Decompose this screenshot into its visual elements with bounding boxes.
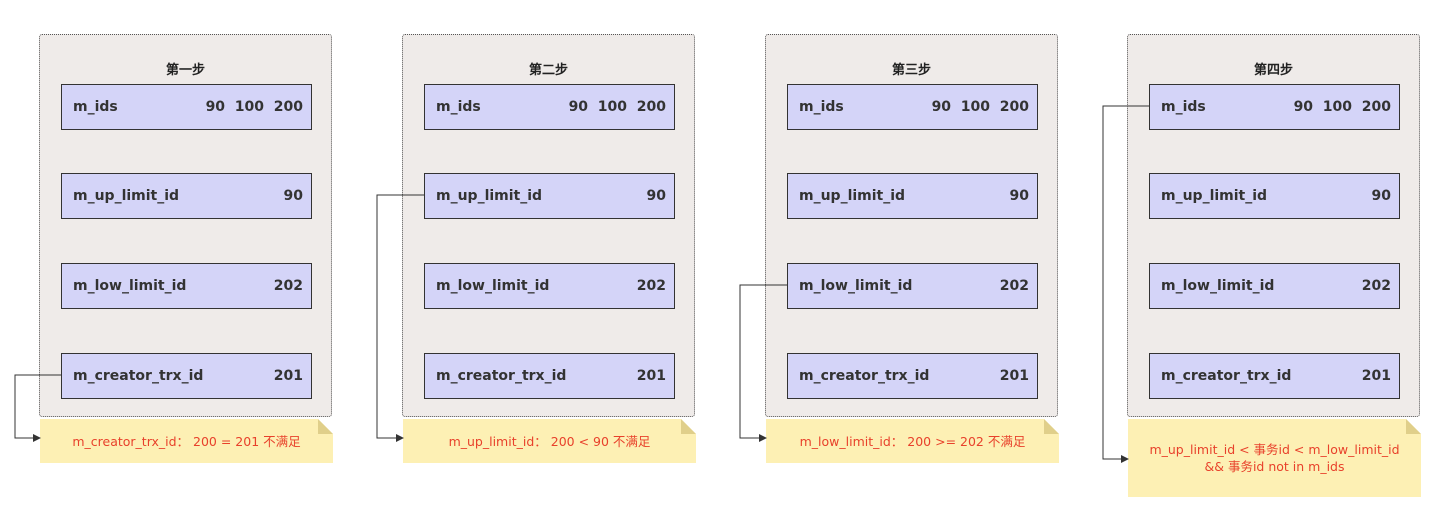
step-panel-4: 第四步 m_ids 90 100 200 m_up_limit_id 90 m_… [1127, 34, 1420, 417]
note-text-line-2: && 事务id not in m_ids [1204, 459, 1345, 474]
row-m-creator-trx-id: m_creator_trx_id 201 [787, 353, 1038, 399]
connector-arrow-1 [14, 374, 61, 442]
note-text: m_up_limit_id： 200 < 90 不满足 [448, 433, 651, 449]
note-text-line-1: m_up_limit_id < 事务id < m_low_limit_id [1149, 442, 1400, 457]
row-m-low-limit-id: m_low_limit_id 202 [61, 263, 312, 309]
connector-arrow-3 [739, 284, 787, 442]
field-value: 90 100 200 [931, 99, 1029, 115]
field-value: 202 [1361, 278, 1391, 294]
field-label: m_ids [1161, 99, 1206, 115]
row-m-creator-trx-id: m_creator_trx_id 201 [61, 353, 312, 399]
field-label: m_creator_trx_id [1161, 368, 1292, 384]
row-m-ids: m_ids 90 100 200 [787, 84, 1038, 130]
field-label: m_ids [73, 99, 118, 115]
note-text: m_creator_trx_id： 200 = 201 不满足 [72, 433, 301, 449]
field-label: m_ids [799, 99, 844, 115]
note-step-4: m_up_limit_id < 事务id < m_low_limit_id &&… [1128, 419, 1421, 497]
field-value: 201 [273, 368, 303, 384]
note-step-2: m_up_limit_id： 200 < 90 不满足 [403, 419, 696, 463]
note-step-3: m_low_limit_id： 200 >= 202 不满足 [766, 419, 1059, 463]
field-label: m_low_limit_id [73, 278, 187, 294]
step-panel-3: 第三步 m_ids 90 100 200 m_up_limit_id 90 m_… [765, 34, 1058, 417]
row-m-ids: m_ids 90 100 200 [61, 84, 312, 130]
field-label: m_ids [436, 99, 481, 115]
field-value: 201 [636, 368, 666, 384]
field-value: 202 [273, 278, 303, 294]
field-label: m_up_limit_id [436, 188, 543, 204]
field-label: m_up_limit_id [799, 188, 906, 204]
field-label: m_up_limit_id [73, 188, 180, 204]
field-value: 90 100 200 [205, 99, 303, 115]
field-label: m_up_limit_id [1161, 188, 1268, 204]
step-title: 第二步 [528, 63, 568, 78]
step-title: 第一步 [165, 63, 205, 78]
note-step-1: m_creator_trx_id： 200 = 201 不满足 [40, 419, 333, 463]
row-m-low-limit-id: m_low_limit_id 202 [787, 263, 1038, 309]
field-value: 90 [1009, 188, 1029, 204]
row-m-creator-trx-id: m_creator_trx_id 201 [1149, 353, 1400, 399]
note-text: m_low_limit_id： 200 >= 202 不满足 [799, 433, 1026, 449]
step-panel-2: 第二步 m_ids 90 100 200 m_up_limit_id 90 m_… [402, 34, 695, 417]
step-title: 第三步 [891, 63, 931, 78]
field-label: m_creator_trx_id [73, 368, 204, 384]
field-value: 90 [283, 188, 303, 204]
field-value: 201 [1361, 368, 1391, 384]
field-value: 90 [1371, 188, 1391, 204]
row-m-up-limit-id: m_up_limit_id 90 [1149, 173, 1400, 219]
row-m-up-limit-id: m_up_limit_id 90 [787, 173, 1038, 219]
row-m-low-limit-id: m_low_limit_id 202 [424, 263, 675, 309]
field-value: 201 [999, 368, 1029, 384]
step-panel-1: 第一步 m_ids 90 100 200 m_up_limit_id 90 m_… [39, 34, 332, 417]
field-label: m_creator_trx_id [799, 368, 930, 384]
field-value: 202 [636, 278, 666, 294]
field-value: 202 [999, 278, 1029, 294]
field-value: 90 [646, 188, 666, 204]
step-title: 第四步 [1253, 63, 1293, 78]
connector-arrow-2 [376, 194, 424, 442]
field-label: m_creator_trx_id [436, 368, 567, 384]
row-m-ids: m_ids 90 100 200 [424, 84, 675, 130]
row-m-ids: m_ids 90 100 200 [1149, 84, 1400, 130]
connector-arrow-4 [1102, 105, 1149, 463]
field-value: 90 100 200 [1293, 99, 1391, 115]
field-label: m_low_limit_id [436, 278, 550, 294]
row-m-up-limit-id: m_up_limit_id 90 [424, 173, 675, 219]
field-value: 90 100 200 [568, 99, 666, 115]
row-m-creator-trx-id: m_creator_trx_id 201 [424, 353, 675, 399]
field-label: m_low_limit_id [799, 278, 913, 294]
field-label: m_low_limit_id [1161, 278, 1275, 294]
row-m-up-limit-id: m_up_limit_id 90 [61, 173, 312, 219]
row-m-low-limit-id: m_low_limit_id 202 [1149, 263, 1400, 309]
